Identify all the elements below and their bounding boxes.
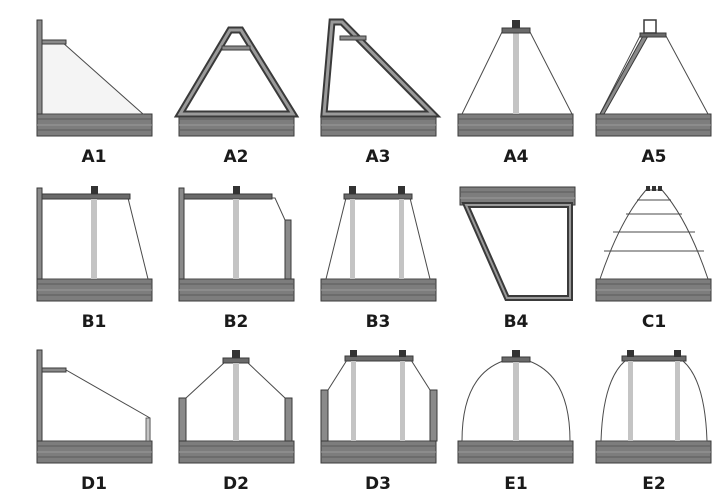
panel-label-b3: B3 <box>366 312 391 332</box>
panel-label-d3: D3 <box>365 474 391 494</box>
panel-a5: A5 <box>595 19 712 167</box>
panel-a3: A3 <box>320 18 442 167</box>
panel-label-c1: C1 <box>642 312 666 332</box>
panel-label-d1: D1 <box>81 474 107 494</box>
panel-d2: D2 <box>178 350 295 494</box>
panel-c1: C1 <box>595 186 712 332</box>
panel-label-b1: B1 <box>82 312 107 332</box>
panel-d3: D3 <box>320 350 438 494</box>
panel-label-a4: A4 <box>504 147 529 167</box>
panel-b1: B1 <box>36 186 153 332</box>
panel-d1: D1 <box>36 349 153 494</box>
panel-label-a2: A2 <box>224 147 249 167</box>
panel-label-a3: A3 <box>366 147 391 167</box>
panel-b3: B3 <box>320 186 437 332</box>
panel-label-a1: A1 <box>82 147 107 167</box>
panel-label-b4: B4 <box>504 312 529 332</box>
panel-e1: E1 <box>457 350 574 494</box>
panel-a1: A1 <box>36 19 153 167</box>
panel-a2: A2 <box>173 26 300 167</box>
panel-label-b2: B2 <box>224 312 249 332</box>
panel-label-a5: A5 <box>642 147 667 167</box>
panel-b2: B2 <box>178 186 295 332</box>
panel-label-e2: E2 <box>642 474 665 494</box>
panel-label-e1: E1 <box>504 474 527 494</box>
panel-b4: B4 <box>459 186 576 332</box>
panel-e2: E2 <box>595 350 712 494</box>
panel-a4: A4 <box>457 20 574 167</box>
panel-label-d2: D2 <box>223 474 249 494</box>
